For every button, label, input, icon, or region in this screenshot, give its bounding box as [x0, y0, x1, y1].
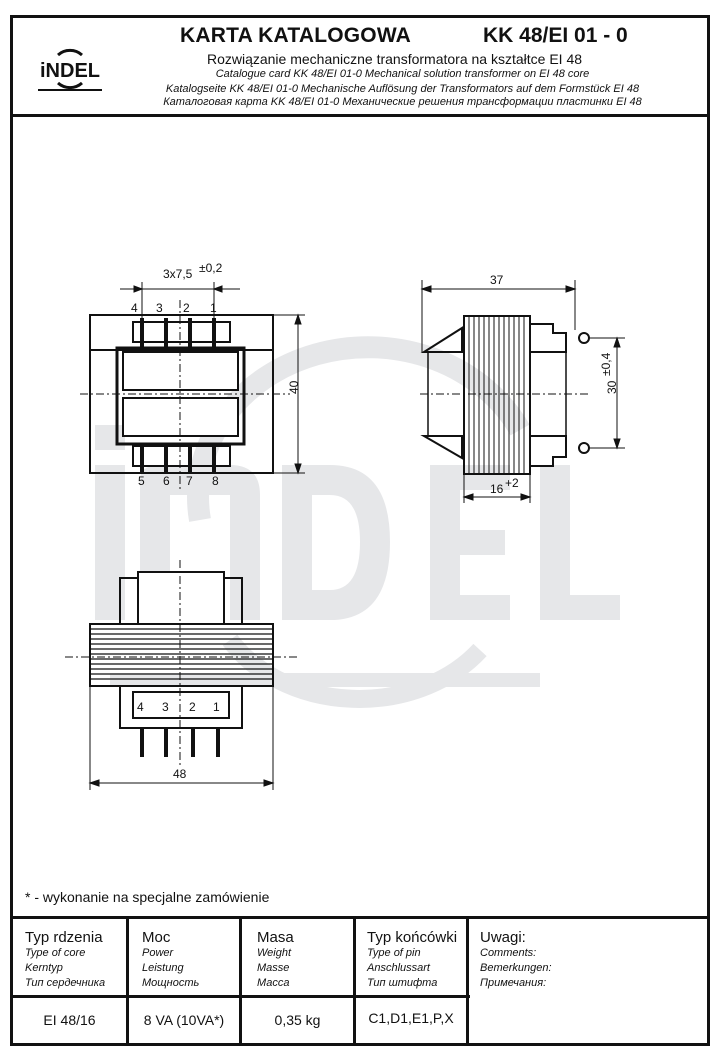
svg-text:2: 2: [183, 301, 190, 315]
table-col-divider: [466, 918, 469, 1043]
side-view: [420, 280, 625, 503]
svg-text:48: 48: [173, 767, 187, 781]
subtitle-pl: Rozwiązanie mechaniczne transformatora n…: [206, 51, 583, 67]
svg-text:5: 5: [138, 474, 145, 488]
front-view: [65, 560, 300, 790]
svg-text:6: 6: [163, 474, 170, 488]
table-col-divider: [239, 918, 242, 1043]
svg-text:±0,4: ±0,4: [599, 352, 613, 376]
svg-text:3: 3: [162, 700, 169, 714]
table-header-power: Moc Power Leistung Мощность: [142, 929, 200, 989]
indel-logo-icon: iNDEL: [38, 48, 102, 91]
svg-text:±0,2: ±0,2: [199, 261, 223, 275]
svg-text:4: 4: [131, 301, 138, 315]
svg-text:40: 40: [287, 380, 301, 394]
table-top-border: [10, 916, 710, 919]
svg-text:1: 1: [213, 700, 220, 714]
value-weight: 0,35 kg: [274, 1012, 321, 1028]
top-view: [80, 282, 305, 490]
table-col-divider: [353, 918, 356, 1043]
svg-text:37: 37: [490, 273, 504, 287]
page-frame: [10, 15, 710, 1046]
table-col-divider: [126, 918, 129, 1043]
title-row: KARTA KATALOGOWA KK 48/EI 01 - 0: [180, 24, 650, 54]
svg-text:3x7,5: 3x7,5: [163, 267, 193, 281]
header-divider: [10, 114, 710, 117]
subtitle-en: Catalogue card KK 48/EI 01-0 Mechanical …: [215, 68, 590, 80]
svg-text:1: 1: [210, 301, 217, 315]
table-header-weight: Masa Weight Masse Масса: [257, 929, 294, 989]
svg-text:3: 3: [156, 301, 163, 315]
subtitle-de: Katalogseite KK 48/EI 01-0 Mechanische A…: [165, 83, 640, 95]
svg-text:+2: +2: [505, 476, 519, 490]
svg-text:iNDEL: iNDEL: [40, 60, 100, 82]
table-header-comments: Uwagi: Comments: Bemerkungen: Примечания…: [480, 929, 552, 989]
svg-text:4: 4: [137, 700, 144, 714]
value-power: 8 VA (10VA*): [143, 1012, 225, 1028]
subtitle-ru: Каталоговая карта KK 48/EI 01-0 Механиче…: [163, 96, 642, 108]
table-header-core-type: Typ rdzenia Type of core Kerntyp Тип сер…: [25, 929, 106, 989]
svg-text:8: 8: [212, 474, 219, 488]
value-core-type: EI 48/16: [43, 1012, 96, 1028]
svg-text:7: 7: [186, 474, 193, 488]
svg-text:30: 30: [605, 380, 619, 394]
svg-text:2: 2: [189, 700, 196, 714]
value-pin-type: C1,D1,E1,P,X: [368, 1010, 454, 1026]
svg-text:16: 16: [490, 482, 504, 496]
page-title: KARTA KATALOGOWA: [180, 24, 412, 47]
catalogue-code: KK 48/EI 01 - 0: [483, 24, 628, 47]
table-header-pin-type: Typ końcówki Type of pin Anschlussart Ти…: [367, 929, 458, 989]
footnote: * - wykonanie na specjalne zamówienie: [25, 889, 270, 905]
